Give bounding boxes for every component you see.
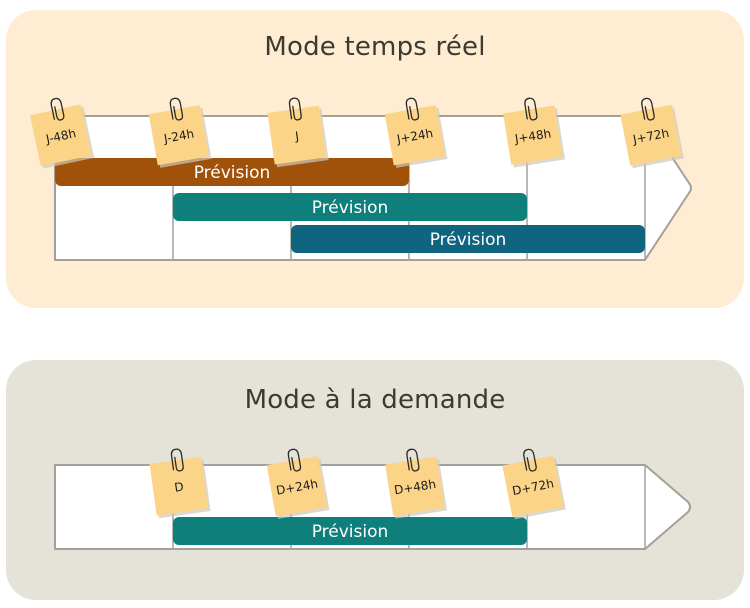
sticky-note: J+72h — [620, 97, 684, 169]
paperclip-icon — [169, 97, 184, 121]
sticky-note-paper — [502, 455, 564, 517]
paperclip-icon — [641, 97, 655, 121]
paperclip-icon — [50, 97, 65, 121]
forecast-bar-label: Prévision — [312, 522, 389, 542]
paperclip-icon — [406, 448, 420, 472]
forecast-bar — [173, 517, 527, 545]
sticky-note-paper — [149, 456, 209, 516]
sticky-note: J-48h — [29, 97, 95, 169]
paperclip-icon — [523, 448, 537, 472]
sticky-note-paper — [384, 105, 445, 166]
ondemand-mode-title: Mode à la demande — [244, 385, 506, 415]
sticky-note-label: J-24h — [162, 127, 195, 146]
sticky-note-paper — [620, 104, 682, 166]
paperclip-icon — [405, 97, 420, 121]
sticky-note: D — [149, 448, 211, 519]
sticky-note: J — [267, 97, 329, 168]
sticky-note-paper — [29, 104, 92, 167]
sticky-note-label: J — [293, 129, 299, 143]
sticky-note: J-24h — [148, 97, 212, 168]
sticky-note: J+48h — [503, 97, 566, 168]
sticky-note-paper — [266, 456, 327, 517]
forecast-bar-label: Prévision — [194, 163, 271, 183]
realtime-mode-title: Mode temps réel — [264, 32, 486, 62]
sticky-note-label: J+24h — [395, 126, 434, 146]
sticky-note-paper — [385, 456, 445, 516]
sticky-note: D+72h — [502, 448, 566, 520]
ondemand-timeline: Prévision D D+24h D+48h D+72h — [54, 448, 691, 550]
sticky-note: J+24h — [384, 97, 448, 168]
sticky-note-paper — [503, 105, 563, 165]
forecast-bar — [291, 225, 645, 253]
sticky-note: D+24h — [266, 448, 330, 519]
sticky-note-label: D+48h — [393, 477, 437, 497]
paperclip-icon — [287, 448, 302, 472]
sticky-note-label: J-48h — [44, 126, 78, 146]
sticky-note-paper — [148, 105, 209, 166]
sticky-note-label: J+48h — [513, 126, 552, 146]
forecast-bar — [55, 158, 409, 186]
forecast-bar-label: Prévision — [312, 198, 389, 218]
paperclip-icon — [170, 448, 184, 472]
paperclip-icon — [288, 97, 302, 121]
forecast-bar-label: Prévision — [430, 230, 507, 250]
forecast-bar — [173, 193, 527, 221]
sticky-note: D+48h — [385, 448, 448, 519]
sticky-note-label: D — [173, 480, 184, 495]
sticky-note-paper — [267, 105, 327, 165]
paperclip-icon — [524, 97, 538, 121]
